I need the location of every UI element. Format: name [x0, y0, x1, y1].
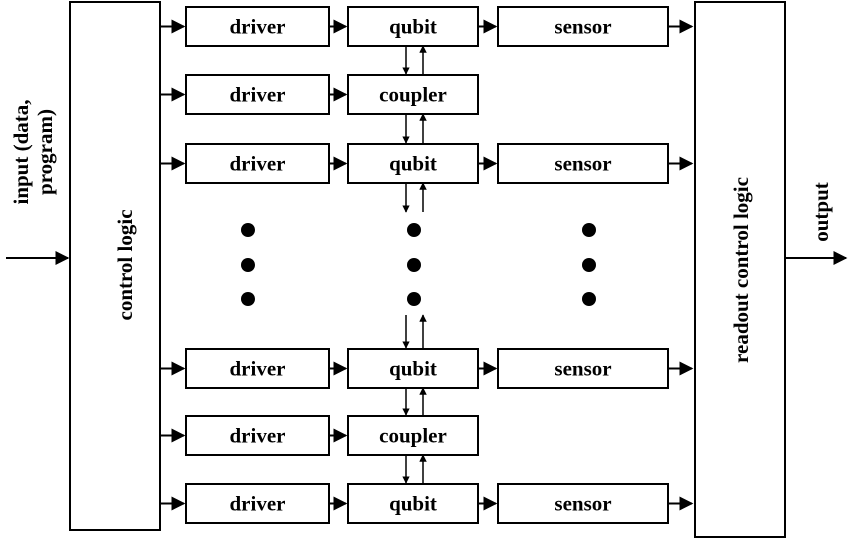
ellipsis-sensor-column: [582, 223, 596, 306]
ellipsis-dot: [241, 292, 255, 306]
readout-control-logic-box: [694, 1, 786, 538]
driver-label: driver: [230, 15, 286, 39]
qubit-label: qubit: [389, 492, 437, 516]
ellipsis-dot: [407, 223, 421, 237]
coupling-arrows: [402, 314, 427, 349]
control-logic-box: [69, 1, 161, 531]
control-logic-label: control logic: [113, 209, 137, 320]
qubit-label: qubit: [389, 357, 437, 381]
sensor-label: sensor: [554, 152, 611, 176]
diagram-row: driver qubit sensor: [161, 143, 694, 184]
coupling-arrows: [402, 45, 427, 75]
ellipsis-dot: [582, 258, 596, 272]
qubit-box: [347, 6, 479, 47]
ellipsis-dot: [241, 223, 255, 237]
coupling-arrows: [402, 182, 427, 213]
sensor-box: [497, 348, 669, 389]
driver-label: driver: [230, 424, 286, 448]
input-label-line1: input (data,: [9, 99, 33, 204]
coupler-label: coupler: [379, 83, 447, 107]
sensor-label: sensor: [554, 492, 611, 516]
driver-label: driver: [230, 83, 286, 107]
ellipsis-dot: [582, 223, 596, 237]
coupler-box: [347, 415, 479, 456]
ellipsis-driver-column: [241, 223, 255, 306]
ellipsis-dot: [582, 292, 596, 306]
qubit-box: [347, 483, 479, 524]
diagram-row: driver qubit sensor: [161, 6, 694, 47]
coupler-label: coupler: [379, 424, 447, 448]
ellipsis-dot: [241, 258, 255, 272]
readout-control-logic-label: readout control logic: [729, 177, 753, 363]
coupling-arrows: [402, 454, 427, 484]
driver-box: [185, 348, 330, 389]
sensor-box: [497, 6, 669, 47]
diagram-row: driver qubit sensor: [161, 348, 694, 389]
coupling-arrows: [402, 387, 427, 416]
driver-box: [185, 74, 330, 115]
qubit-box: [347, 143, 479, 184]
driver-box: [185, 6, 330, 47]
ellipsis-dot: [407, 292, 421, 306]
rows-layer: driver qubit sensor driver coupler driver qubi…: [161, 6, 694, 524]
input-label-line2: program): [33, 109, 57, 195]
diagram-row: driver coupler: [161, 415, 479, 456]
coupling-arrows: [402, 113, 427, 144]
driver-label: driver: [230, 152, 286, 176]
driver-label: driver: [230, 492, 286, 516]
diagram-row: driver coupler: [161, 74, 479, 115]
diagram-row: driver qubit sensor: [161, 483, 694, 524]
output-label: output: [809, 182, 833, 242]
ellipsis-dot: [407, 258, 421, 272]
qubit-label: qubit: [389, 152, 437, 176]
qubit-box: [347, 348, 479, 389]
coupler-box: [347, 74, 479, 115]
ellipsis-qubit-column: [407, 223, 421, 306]
sensor-label: sensor: [554, 15, 611, 39]
qubit-label: qubit: [389, 15, 437, 39]
sensor-label: sensor: [554, 357, 611, 381]
couplings-layer: [402, 45, 427, 484]
driver-label: driver: [230, 357, 286, 381]
